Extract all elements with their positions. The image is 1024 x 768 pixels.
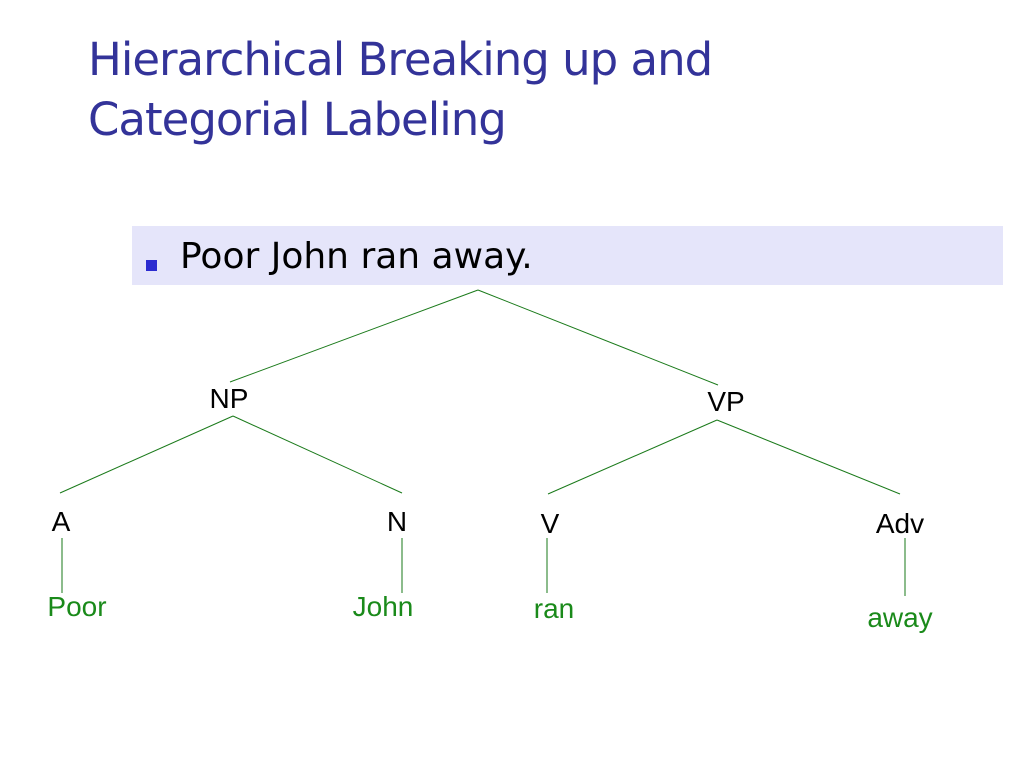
branch-np-a [59, 415, 234, 494]
slide-title-line-2: Categorial Labeling [88, 93, 507, 146]
slide-title: Hierarchical Breaking up and Categorial … [88, 30, 988, 150]
node-np: NP [210, 383, 249, 414]
leaf-away: away [867, 602, 932, 633]
bullet-sentence: Poor John ran away. [180, 236, 533, 277]
branch-vp-adv [716, 419, 901, 495]
branch-s-np [229, 289, 479, 383]
node-adv: Adv [876, 508, 924, 539]
bullet-square-icon [146, 260, 157, 271]
branch-vp-v [547, 419, 718, 495]
leaf-john: John [353, 591, 414, 622]
node-v: V [541, 508, 560, 539]
branch-np-n [232, 415, 403, 494]
node-a: A [52, 506, 71, 537]
slide-title-line-1: Hierarchical Breaking up and [88, 33, 713, 86]
node-vp: VP [707, 386, 744, 417]
leaf-ran: ran [534, 593, 574, 624]
bullet-highlight-box: Poor John ran away. [132, 226, 1003, 285]
node-n: N [387, 506, 407, 537]
branch-s-vp [477, 289, 719, 386]
leaf-poor: Poor [47, 591, 106, 622]
